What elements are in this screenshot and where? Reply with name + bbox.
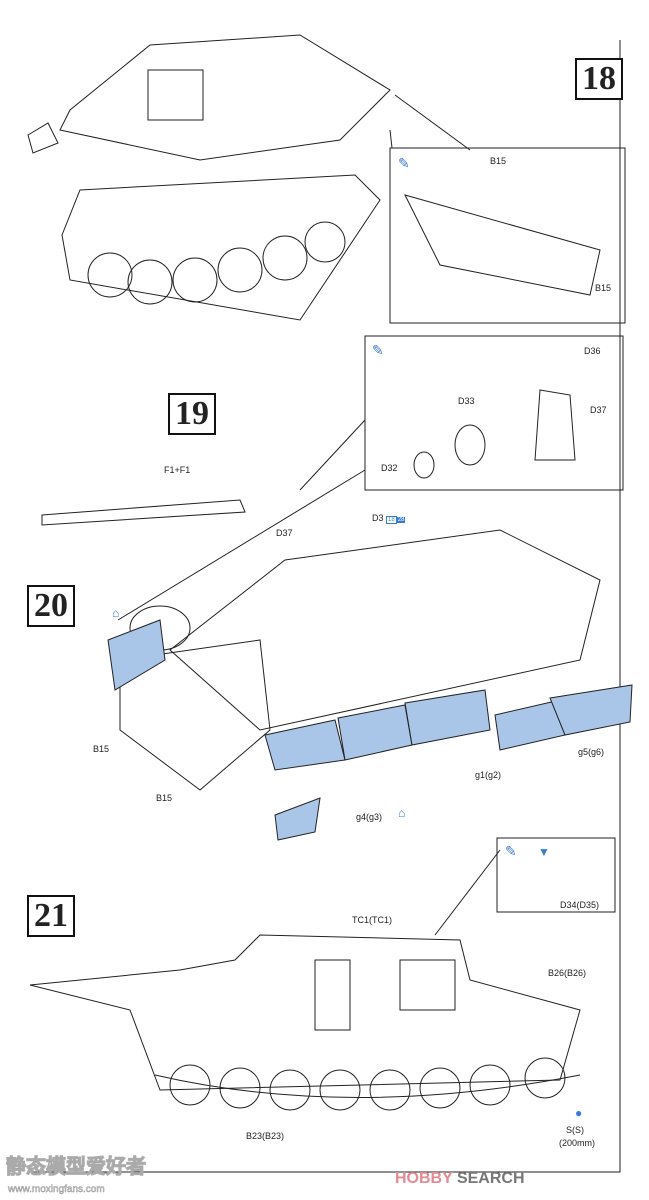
step18-hull (27, 34, 391, 321)
road-wheels (87, 221, 346, 305)
label-g1: g1(g2) (475, 770, 502, 780)
step21-hull (29, 934, 581, 1111)
watermark-url: www.moxingfans.com (8, 1184, 105, 1196)
watermark-cn: 静态模型爱好者 (6, 1156, 147, 1179)
label-g4: g4(g3) (356, 812, 383, 822)
label-b15: B15 (156, 793, 173, 803)
cement-icon: ✎ (372, 342, 384, 358)
label-d37: D37 (590, 405, 607, 415)
mantlet (147, 69, 204, 121)
part-d33 (454, 424, 486, 466)
label-b15: B15 (490, 156, 507, 166)
label-d34: D34(D35) (560, 900, 600, 910)
label-g5: g5(g6) (578, 747, 605, 757)
paint-icon: ⌂ (398, 806, 406, 820)
step18-inset-box (389, 147, 626, 324)
road-wheels (169, 1057, 566, 1111)
drop-icon: ● (575, 1106, 583, 1120)
label-d33: D33 (458, 396, 475, 406)
glue-icon: ▼ (538, 845, 550, 859)
label-b26: B26(B26) (548, 968, 587, 978)
part-d32 (413, 451, 435, 479)
side-skirts (107, 619, 633, 841)
step-number-19: 19 (168, 393, 216, 435)
label-b15: B15 (595, 283, 612, 293)
step19-inset-box (364, 335, 624, 491)
label-s-length: (200mm) (559, 1138, 596, 1148)
label-b15: B15 (93, 744, 110, 754)
step-number-18: 18 (575, 58, 623, 100)
paint-icon: ⌂ (112, 606, 120, 620)
cement-icon: ✎ (398, 155, 410, 171)
cement-icon: ✎ (505, 843, 517, 859)
engine-deck (404, 194, 601, 296)
page-frame (32, 40, 621, 1173)
label-d37: D37 (276, 528, 293, 538)
step21-inset-box (496, 837, 616, 913)
label-d36: D36 (584, 346, 601, 356)
label-b23: B23(B23) (246, 1131, 285, 1141)
step-number-21: 21 (27, 895, 75, 937)
label-s: S(S) (566, 1125, 584, 1135)
gun-barrel (41, 499, 246, 526)
hobby-search-logo: HOBBY SEARCH (395, 1170, 525, 1187)
label-f1: F1+F1 (164, 465, 191, 475)
label-tc1: TC1(TC1) (352, 915, 392, 925)
step-number-20: 20 (27, 585, 75, 627)
label-d32: D32 (381, 463, 398, 473)
part-d37 (534, 389, 576, 461)
